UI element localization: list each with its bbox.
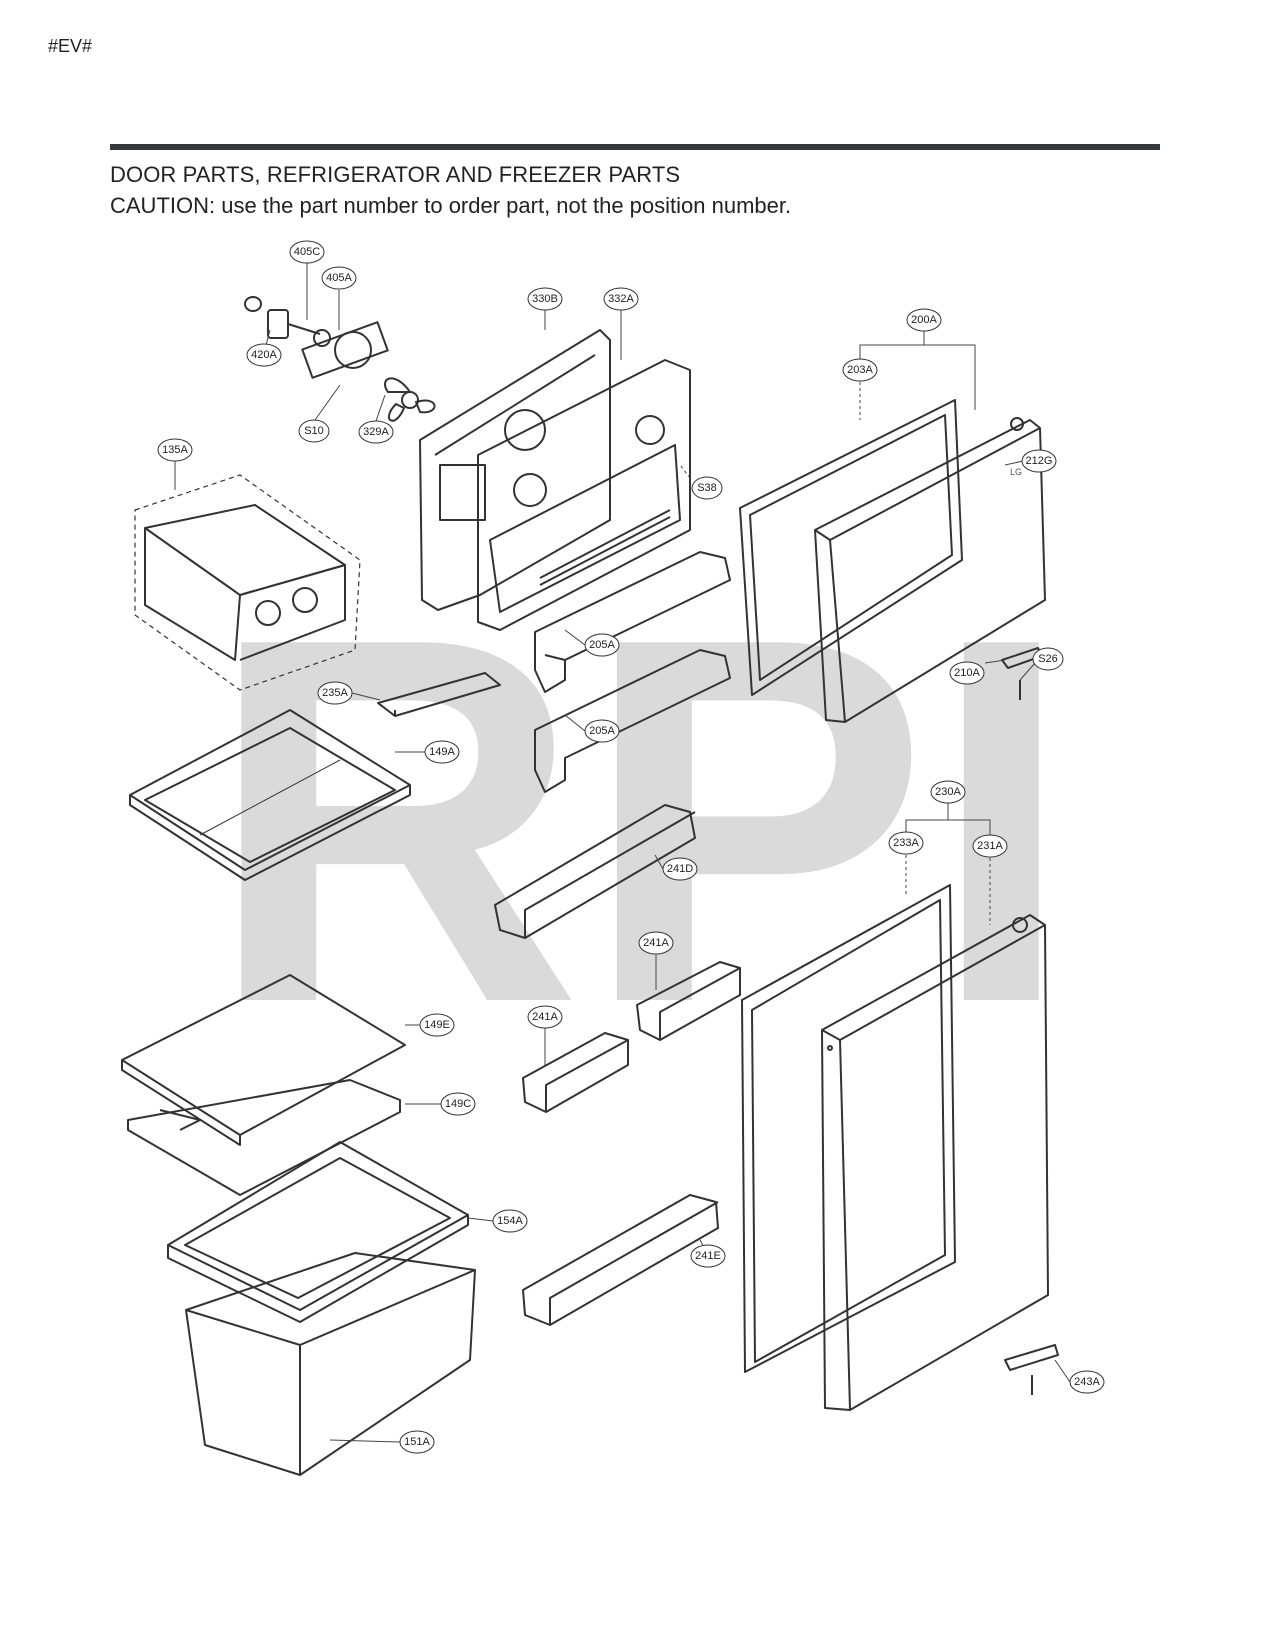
page-header-code: #EV# [48, 36, 93, 56]
door-bin-241A-left [522, 1032, 629, 1113]
callout-405A: 405A [326, 272, 352, 284]
callout-205A-upper: 205A [589, 639, 615, 651]
header-rule [110, 144, 1160, 150]
glass-shelf-149E [121, 974, 406, 1146]
door-bin-241E [522, 1194, 719, 1326]
callout-241A-left: 241A [532, 1011, 558, 1023]
fan-motor-assembly [244, 296, 436, 422]
callout-241E: 241E [695, 1250, 721, 1262]
ice-tray-235A [377, 672, 501, 717]
callout-154A: 154A [497, 1215, 523, 1227]
caution-note: CAUTION: use the part number to order pa… [110, 193, 792, 218]
callout-332A: 332A [608, 293, 634, 305]
callout-200A: 200A [911, 314, 937, 326]
fan-blade [384, 377, 436, 422]
callout-212G: 212G [1026, 455, 1053, 467]
refrigerator-door-hinge-243A [1004, 1344, 1059, 1395]
callout-231A: 231A [977, 840, 1003, 852]
freezer-door-gasket-203A [739, 399, 963, 696]
crisper-drawer-151A [185, 1252, 476, 1476]
callout-405C: 405C [294, 246, 320, 258]
callout-203A: 203A [847, 364, 873, 376]
refrigerator-door-230A [821, 914, 1049, 1411]
callout-235A: 235A [322, 687, 348, 699]
freezer-door-shelf-205A-lower [534, 649, 731, 793]
callout-151A: 151A [404, 1436, 430, 1448]
callout-S26: S26 [1038, 653, 1058, 665]
leader-lines [174, 263, 1071, 1443]
callout-149C: 149C [445, 1098, 471, 1110]
callout-420A: 420A [251, 349, 277, 361]
shelf-frame-149C [127, 1079, 401, 1196]
callout-233A: 233A [893, 837, 919, 849]
callout-205A-lower: 205A [589, 725, 615, 737]
callout-S38: S38 [697, 482, 717, 494]
callout-149A: 149A [429, 746, 455, 758]
page-title: DOOR PARTS, REFRIGERATOR AND FREEZER PAR… [110, 162, 681, 187]
callout-149E: 149E [424, 1019, 450, 1031]
callout-210A: 210A [954, 667, 980, 679]
freezer-door-shelf-205A-upper [534, 551, 731, 693]
crisper-cover-154A [167, 1141, 469, 1323]
callout-S10: S10 [304, 425, 324, 437]
callout-241A-right: 241A [643, 937, 669, 949]
callout-241D: 241D [667, 863, 693, 875]
freezer-duct-330B [419, 329, 611, 611]
callout-243A: 243A [1074, 1376, 1100, 1388]
freezer-shelf-149A [129, 709, 411, 881]
freezer-door-200A: LG [814, 417, 1046, 723]
door-bin-241D [494, 804, 696, 939]
callout-135A: 135A [162, 444, 188, 456]
door-bin-241A-right [636, 961, 741, 1041]
refrigerator-door-gasket-233A [741, 884, 956, 1373]
callout-230A: 230A [935, 786, 961, 798]
freezer-box-135A [134, 474, 361, 691]
callout-329A: 329A [363, 426, 389, 438]
callout-330B: 330B [532, 293, 558, 305]
lg-logo: LG [1010, 467, 1022, 477]
fan-cover-332A [477, 359, 691, 631]
